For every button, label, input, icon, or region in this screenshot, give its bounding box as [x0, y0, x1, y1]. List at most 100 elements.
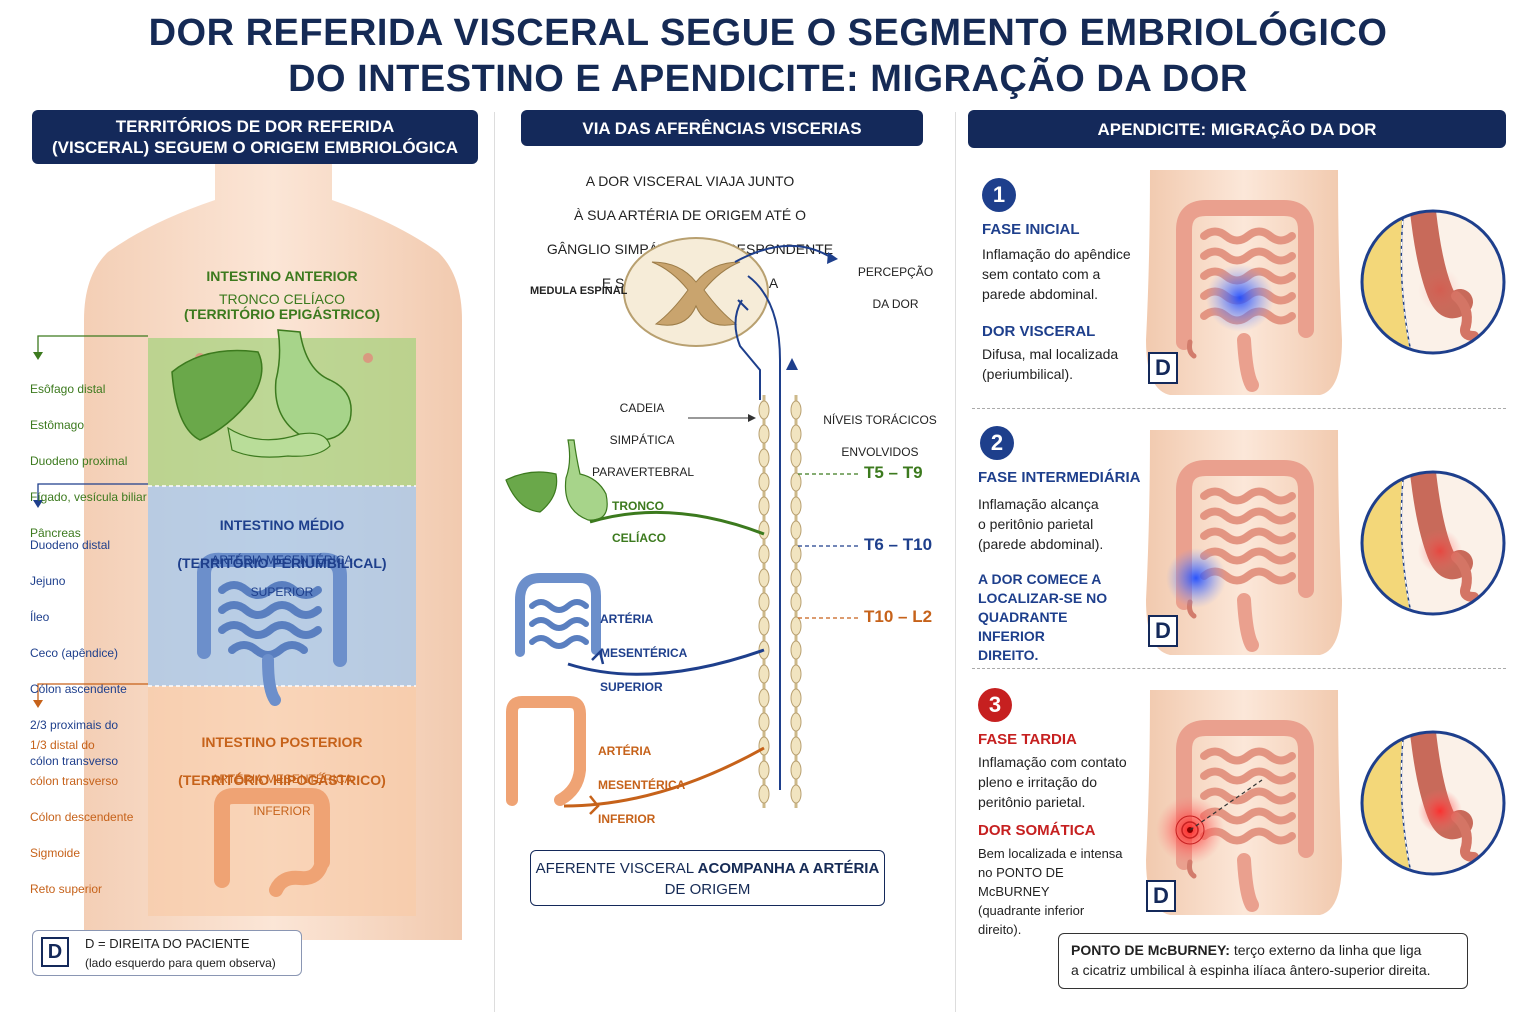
midgut-small-icon	[515, 573, 601, 657]
ganglion-node	[790, 568, 802, 588]
liver-icon	[171, 349, 263, 441]
midgut-artery: ARTÉRIA MESENTÉRICA SUPERIOR	[148, 536, 416, 616]
liver-small-icon	[505, 471, 558, 513]
ganglion-node	[790, 448, 802, 468]
legend-box: D D = DIREITA DO PACIENTE (lado esquerdo…	[32, 930, 302, 976]
thoracic-levels-label: NÍVEIS TORÁCICOS ENVOLVIDOS	[820, 396, 940, 476]
hindgut-label: INTESTINO POSTERIOR (TERRITÓRIO HIPOGÁST…	[148, 714, 416, 809]
levels-label-line: NÍVEIS TORÁCICOS	[823, 413, 937, 427]
list-item: Duodeno proximal	[30, 454, 128, 468]
mcburney-bold: PONTO DE McBURNEY:	[1071, 942, 1230, 958]
list-item: Fígado, vesícula biliar	[30, 490, 147, 504]
sma-line: SUPERIOR	[600, 680, 663, 694]
hindgut-artery-line-2: INFERIOR	[253, 804, 311, 818]
spinal-cord-label: MEDULA ESPINAL	[530, 285, 628, 297]
mcburney-line-1: PONTO DE McBURNEY: terço externo da linh…	[1071, 940, 1455, 960]
phase-1-subtext: Difusa, mal localizada (periumbilical).	[982, 346, 1119, 382]
celiac-line: TRONCO	[612, 499, 664, 513]
phase-2-text: Inflamação alcança o peritônio parietal …	[978, 496, 1104, 552]
phase-separator-1	[972, 408, 1506, 409]
hindgut-artery: ARTÉRIA MESENTÉRICA INFERIOR	[148, 755, 416, 835]
afferent-note-box: AFERENTE VISCERAL ACOMPANHA A ARTÉRIA DE…	[530, 850, 885, 906]
perception-line-1: PERCEPÇÃO	[857, 265, 934, 279]
pain-perception-label: PERCEPÇÃO DA DOR	[848, 248, 943, 328]
ganglion-node	[758, 448, 770, 468]
right-panel-header: APENDICITE: MIGRAÇÃO DA DOR	[968, 110, 1506, 148]
ima-line: ARTÉRIA	[598, 744, 652, 758]
ganglion-node	[790, 472, 802, 492]
celiac-trunk-label: TRONCO CELÍACO	[612, 482, 702, 562]
phase-3-abdomen	[1146, 690, 1506, 915]
ganglion-node	[758, 688, 770, 708]
ganglion-node	[758, 496, 770, 516]
note-bold-text: ACOMPANHA A ARTÉRIA	[697, 860, 880, 877]
ganglion-node	[758, 592, 770, 612]
ganglion-node	[790, 496, 802, 516]
midgut-organ-list: Duodeno distal Jejuno Íleo Ceco (apêndic…	[30, 518, 150, 788]
perception-line-2: DA DOR	[872, 297, 919, 311]
level-t6-t10: T6 – T10	[864, 535, 933, 554]
column-separator-1	[494, 112, 495, 1012]
list-item: Ceco (apêndice)	[30, 646, 119, 660]
phase-3-appendix-closeup	[1360, 730, 1506, 876]
ganglion-node	[758, 400, 770, 420]
ganglion-node	[790, 688, 802, 708]
phase-3-title: FASE TARDIA	[978, 731, 1077, 748]
ganglion-node	[790, 736, 802, 756]
phase-1-text: Inflamação do apêndice sem contato com a…	[982, 246, 1131, 302]
sympathetic-chain-label: CADEIA SIMPÁTICA PARAVERTEBRAL	[592, 384, 695, 496]
ganglion-node	[758, 616, 770, 636]
ganglion-node	[758, 544, 770, 564]
phase-1-subtitle: DOR VISCERAL	[982, 323, 1096, 340]
phase-3-subtext: Bem localizada e intensa no PONTO DE McB…	[978, 846, 1123, 937]
midgut-artery-line-1: ARTÉRIA MESENTÉRICA	[211, 553, 353, 567]
midgut-territory: (TERRITÓRIO PERIUMBILICAL)	[177, 555, 387, 571]
phase-1-abdomen	[1146, 170, 1506, 395]
list-item: Jejuno	[30, 574, 66, 588]
hindgut-small-icon	[506, 696, 586, 806]
phase-3-number: 3	[978, 688, 1012, 722]
phase-2-appendix-closeup	[1360, 470, 1506, 616]
stomach-small-icon	[564, 439, 608, 521]
ganglion-node	[790, 400, 802, 420]
legend-line-1: D = DIREITA DO PACIENTE	[85, 936, 250, 951]
list-item: cólon transverso	[30, 774, 119, 788]
list-item: Esôfago distal	[30, 382, 106, 396]
foregut-territory: (TERRITÓRIO EPIGÁSTRICO)	[184, 306, 380, 322]
midgut-artery-line-2: SUPERIOR	[250, 585, 314, 599]
midgut-name: INTESTINO MÉDIO	[219, 517, 345, 533]
chain-label-line: PARAVERTEBRAL	[592, 465, 695, 479]
ganglion-node	[758, 784, 770, 804]
ganglion-node	[758, 472, 770, 492]
list-item: Cólon ascendente	[30, 682, 127, 696]
legend-line-2: (lado esquerdo para quem observa)	[85, 956, 276, 970]
foregut-name: INTESTINO ANTERIOR	[206, 268, 358, 284]
chain-label-line: CADEIA	[619, 401, 665, 415]
phase-2-number: 2	[980, 426, 1014, 460]
foregut-organ-list: Esôfago distal Estômago Duodeno proximal…	[30, 362, 180, 560]
hindgut-organ-list: 1/3 distal do cólon transverso Cólon des…	[30, 718, 150, 916]
ganglion-node	[758, 760, 770, 780]
ima-line: INFERIOR	[598, 812, 656, 826]
intro-line: A DOR VISCERAL VIAJA JUNTO	[585, 173, 795, 189]
level-t5-t9: T5 – T9	[864, 463, 923, 482]
middle-panel-header: VIA DAS AFERÊNCIAS VISCERIAS	[521, 110, 923, 146]
list-item: Íleo	[30, 610, 50, 624]
hindgut-territory: (TERRITÓRIO HIPOGÁSTRICO)	[178, 772, 386, 788]
sma-label: ARTÉRIA MESENTÉRICA SUPERIOR	[600, 594, 710, 713]
pancreas-icon	[227, 426, 331, 458]
list-item: 1/3 distal do	[30, 738, 95, 752]
ima-line: MESENTÉRICA	[598, 778, 686, 792]
ganglion-node	[790, 664, 802, 684]
phase-3-subtitle: DOR SOMÁTICA	[978, 822, 1096, 839]
list-item: 2/3 proximais do	[30, 718, 119, 732]
sma-line: MESENTÉRICA	[600, 646, 688, 660]
title-line-2: DO INTESTINO E APENDICITE: MIGRAÇÃO DA D…	[288, 58, 1248, 100]
ganglion-node	[758, 712, 770, 732]
ganglion-node	[790, 544, 802, 564]
left-header-line-1: TERRITÓRIOS DE DOR REFERIDA	[115, 117, 395, 136]
